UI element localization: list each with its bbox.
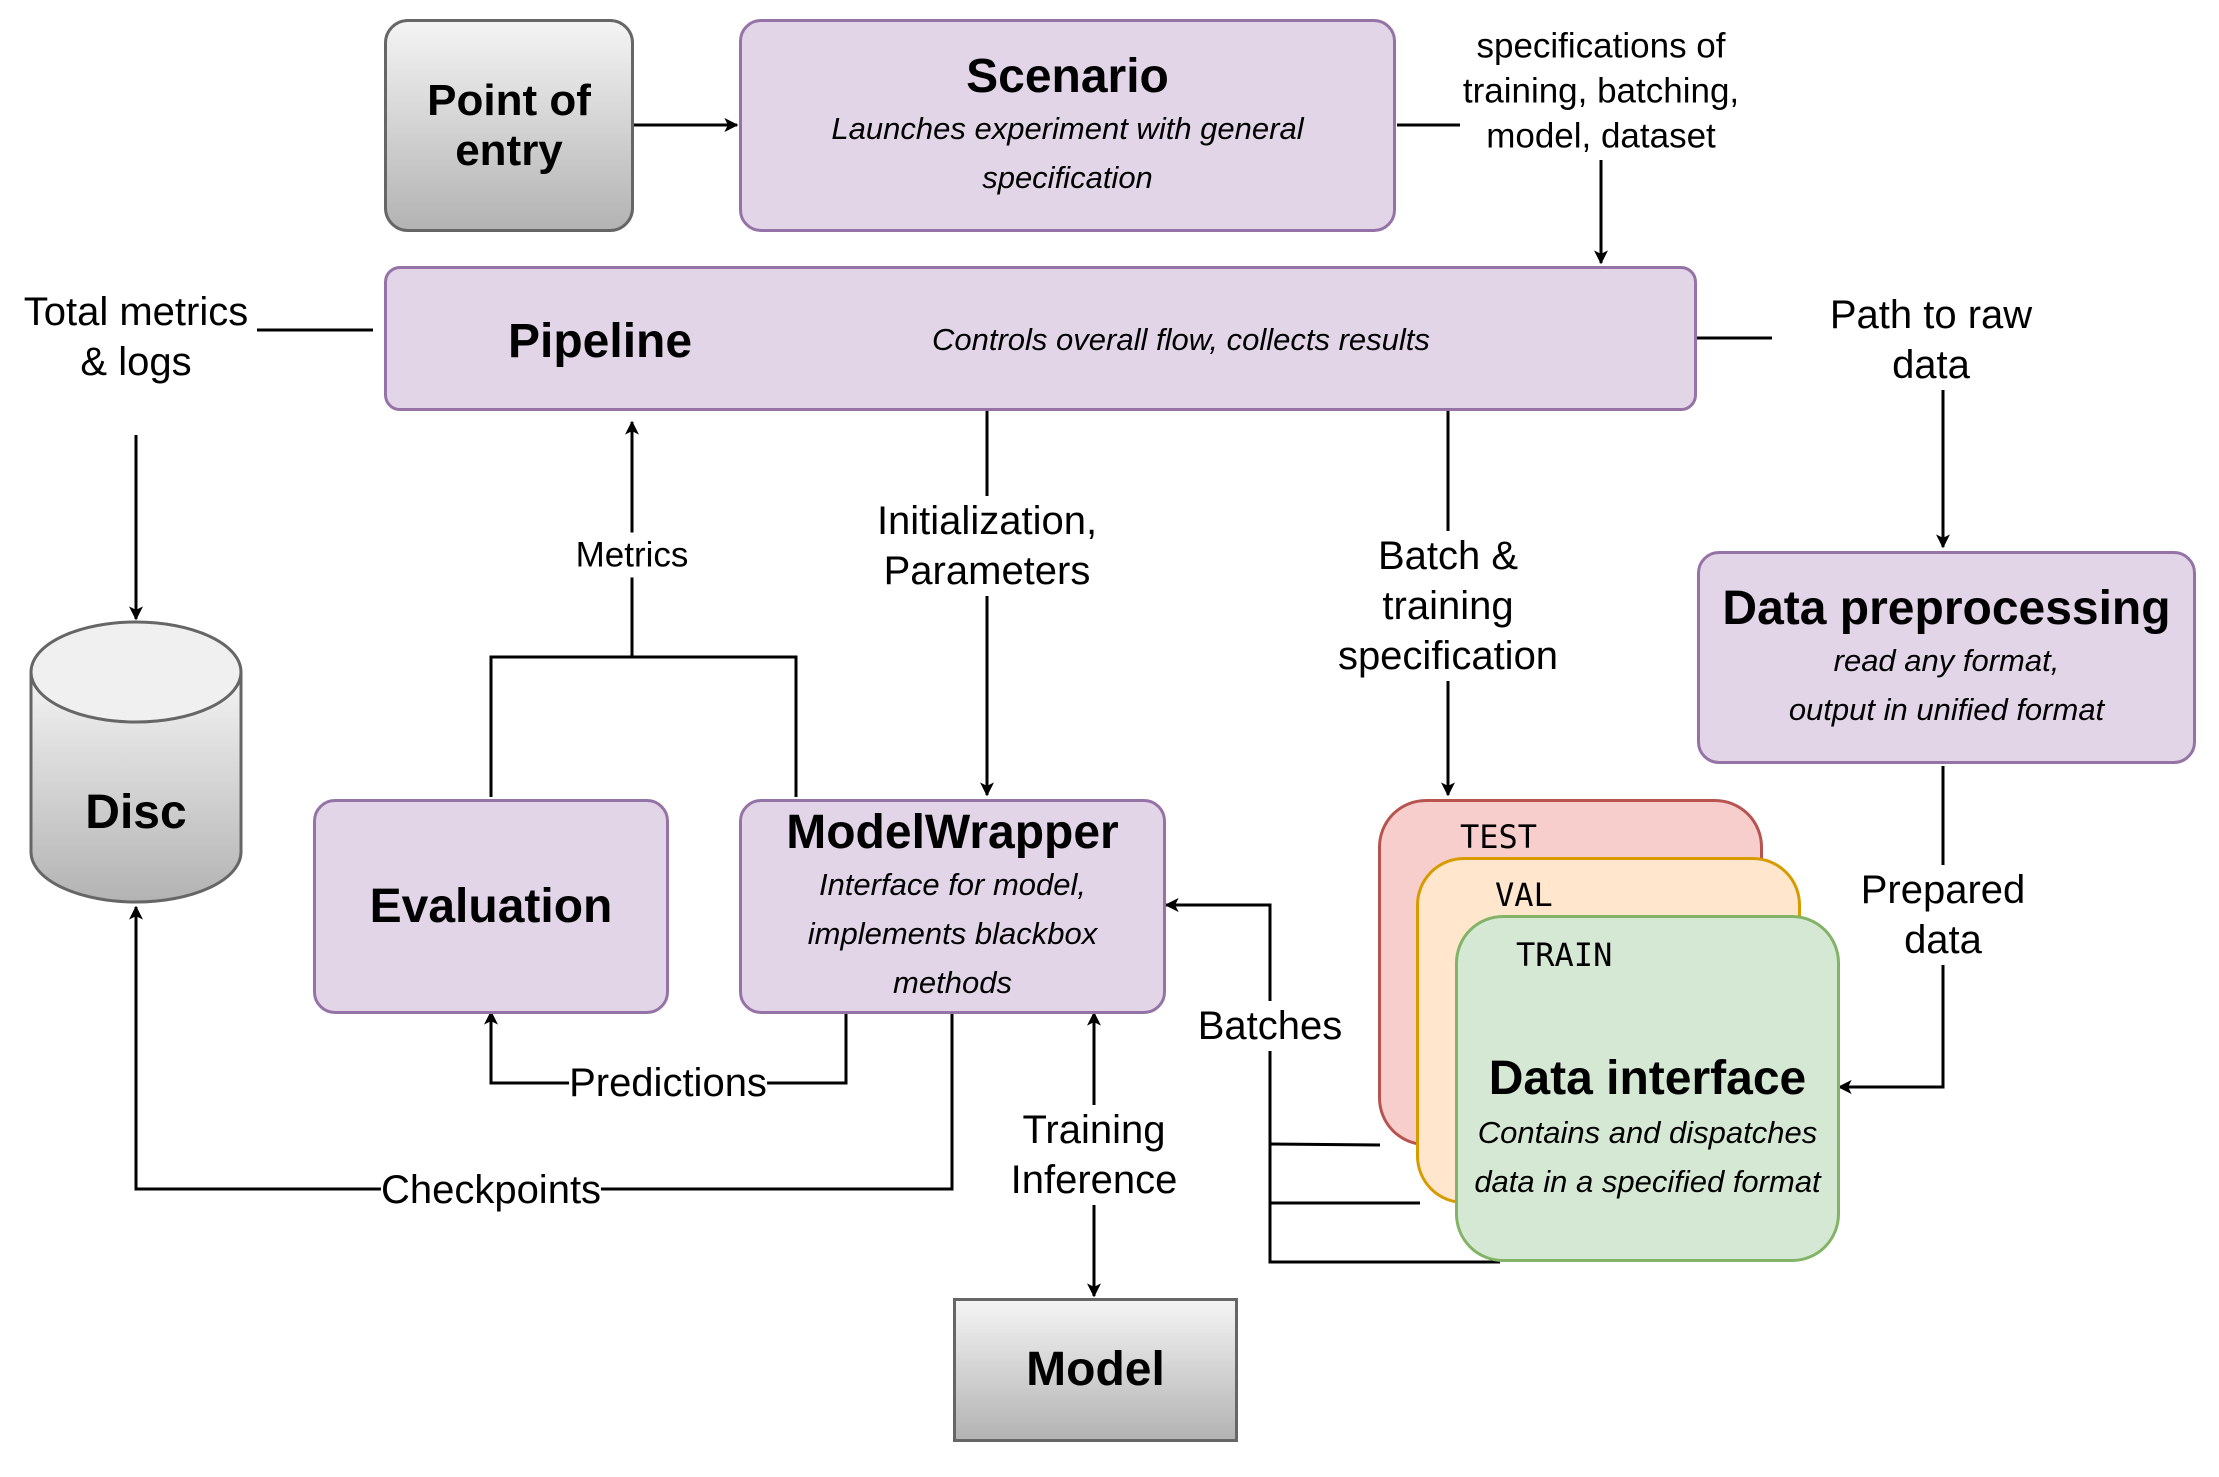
pipeline-subtitle: Controls overall flow, collects results [932, 322, 1430, 357]
database-cylinder-icon [29, 620, 243, 904]
metrics-label: Metrics [575, 532, 689, 578]
pipeline-node: Pipeline Controls overall flow, collects… [384, 266, 1697, 411]
edge-batches [1164, 898, 1500, 1264]
total-metrics-label: Total metrics & logs [23, 287, 249, 387]
data-preprocessing-node: Data preprocessing read any format, outp… [1697, 551, 2196, 764]
batches-label: Batches [1197, 1001, 1343, 1051]
model-node: Model [953, 1298, 1238, 1442]
data-interface-title: Data interface [1488, 1052, 1807, 1105]
disc-title: Disc [85, 786, 187, 839]
checkpoints-label: Checkpoints [380, 1165, 602, 1215]
point-of-entry-title: Point of entry [427, 75, 591, 175]
scenario-title: Scenario [966, 49, 1169, 103]
training-inference-label: Training Inference [1010, 1105, 1178, 1205]
evaluation-node: Evaluation [313, 799, 669, 1014]
test-split-label: TEST [1460, 818, 1538, 856]
model-wrapper-subtitle: Interface for model, implements blackbox… [807, 867, 1098, 1000]
model-wrapper-node: ModelWrapper Interface for model, implem… [739, 799, 1166, 1014]
train-split-label: TRAIN [1516, 936, 1613, 974]
evaluation-title: Evaluation [369, 879, 613, 933]
initialization-parameters-label: Initialization, Parameters [876, 496, 1098, 596]
pipeline-title: Pipeline [508, 315, 693, 368]
model-title: Model [1026, 1343, 1165, 1397]
batch-training-spec-label: Batch & training specification [1337, 531, 1559, 681]
data-preprocessing-subtitle: read any format, output in unified forma… [1788, 643, 2105, 728]
disc-node: Disc [29, 620, 243, 904]
model-wrapper-title: ModelWrapper [786, 806, 1119, 859]
predictions-label: Predictions [569, 1058, 767, 1108]
scenario-subtitle: Launches experiment with general specifi… [831, 111, 1304, 196]
edge-evaluation-metrics [489, 655, 798, 797]
scenario-node: Scenario Launches experiment with genera… [739, 19, 1396, 232]
prepared-data-label: Prepared data [1860, 865, 2026, 965]
val-split-label: VAL [1495, 876, 1553, 914]
train-split-card: TRAIN Data interface Contains and dispat… [1455, 915, 1840, 1262]
point-of-entry-node: Point of entry [384, 19, 634, 232]
data-preprocessing-title: Data preprocessing [1722, 581, 2171, 635]
edge-batches-test [1269, 1142, 1381, 1147]
path-raw-data-label: Path to raw data [1787, 290, 2075, 390]
data-interface-subtitle: Contains and dispatches data in a specif… [1474, 1115, 1821, 1199]
specifications-label: specifications of training, batching, mo… [1462, 23, 1740, 159]
